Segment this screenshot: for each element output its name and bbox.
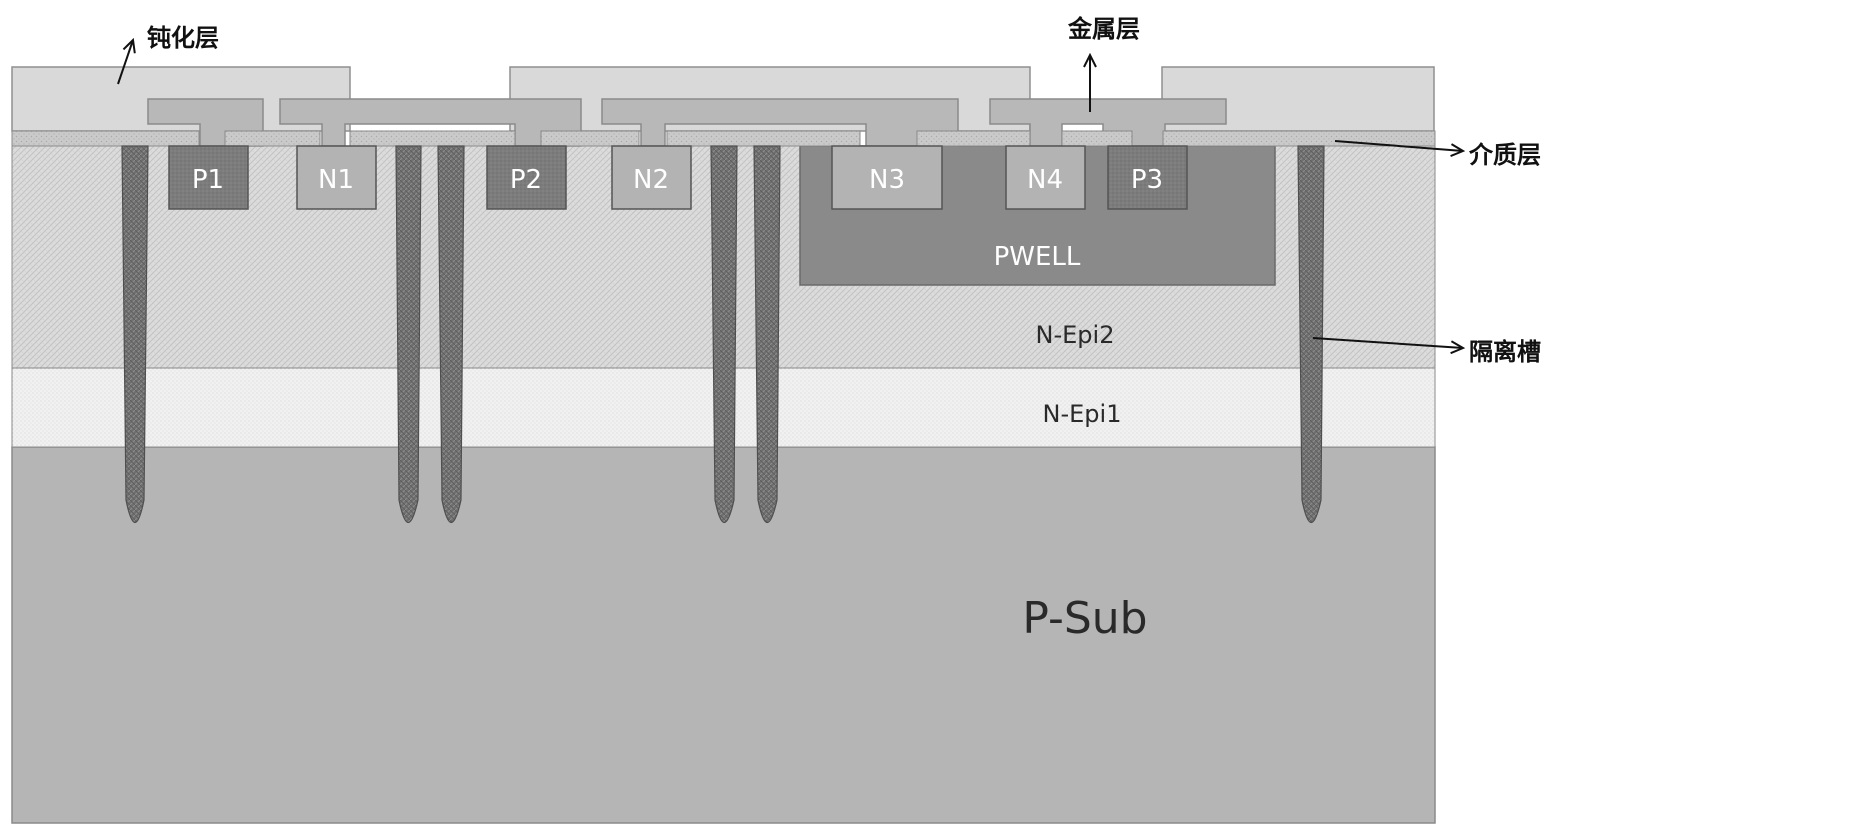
isolation-trench-4 xyxy=(710,145,738,523)
isolation-trench-arrow xyxy=(1312,337,1463,348)
dielectric-arrow xyxy=(1334,140,1463,151)
p2-label: P2 xyxy=(510,165,542,195)
p1-label: P1 xyxy=(192,165,224,195)
metal-callout: 金属层 xyxy=(1067,15,1140,43)
metal-layer xyxy=(147,98,1227,147)
p1-region xyxy=(168,145,249,210)
isolation-trench-1 xyxy=(121,145,149,523)
n-epi1-label: N-Epi1 xyxy=(1043,400,1122,428)
dielectric-layer xyxy=(11,130,1436,147)
n2-label: N2 xyxy=(633,165,669,195)
isolation-trench-3 xyxy=(437,145,465,523)
n3-region xyxy=(831,145,943,210)
n4-region xyxy=(1005,145,1086,210)
n2-region xyxy=(611,145,692,210)
p2-region xyxy=(486,145,567,210)
isolation-trench-5 xyxy=(753,145,781,523)
n1-label: N1 xyxy=(318,165,354,195)
dielectric-callout: 介质层 xyxy=(1468,141,1541,169)
pwell-label: PWELL xyxy=(994,242,1081,272)
passivation-arrow xyxy=(117,40,133,85)
passivation-callout: 钝化层 xyxy=(147,24,219,52)
p3-region xyxy=(1107,145,1188,210)
isolation-trench-2 xyxy=(395,145,422,523)
isolation-trench-6 xyxy=(1297,145,1325,523)
p-sub-label: P-Sub xyxy=(1022,593,1147,644)
n4-label: N4 xyxy=(1027,165,1063,195)
n3-label: N3 xyxy=(869,165,905,195)
callout-arrows xyxy=(117,40,1463,348)
p3-label: P3 xyxy=(1131,165,1163,195)
isolation-trenches xyxy=(121,145,1325,523)
n1-region xyxy=(296,145,377,210)
n-epi2-label: N-Epi2 xyxy=(1036,321,1115,349)
isolation-trench-callout: 隔离槽 xyxy=(1469,338,1541,366)
